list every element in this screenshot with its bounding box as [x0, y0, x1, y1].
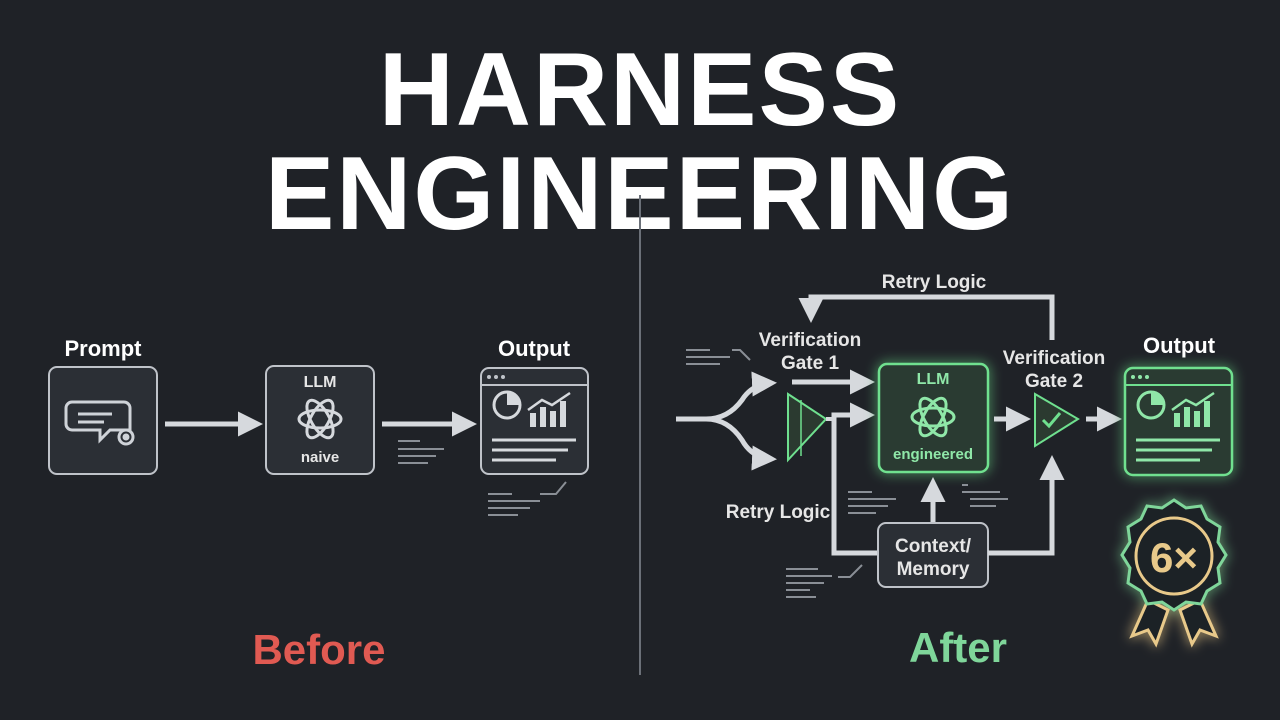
retry-label-left: Retry Logic — [726, 502, 831, 523]
llm-naive-title: LLM — [304, 374, 337, 391]
output-label-before: Output — [498, 336, 571, 361]
verification-gate-1 — [787, 392, 828, 463]
award-badge-icon — [1120, 498, 1228, 648]
output-box-before — [480, 367, 589, 475]
decor-lines-after-2 — [848, 484, 1008, 514]
decor-lines-after-3 — [786, 564, 863, 598]
output-label-after: Output — [1143, 333, 1216, 358]
decor-lines-after-1 — [686, 349, 751, 365]
llm-engineered-title: LLM — [917, 371, 950, 388]
page-title: HARNESS ENGINEERING — [264, 32, 1016, 252]
llm-naive-box: LLM naive — [265, 365, 375, 475]
badge-multiplier: 6× — [1150, 534, 1198, 581]
llm-naive-sub: naive — [301, 449, 339, 466]
llm-engineered-sub: engineered — [893, 446, 973, 463]
gate1-label-line2: Gate 1 — [781, 353, 840, 374]
verification-gate-2 — [1034, 392, 1080, 448]
before-caption: Before — [252, 626, 385, 673]
retry-loop-left — [831, 402, 878, 556]
retry-label-top: Retry Logic — [882, 272, 987, 293]
context-label-line2: Memory — [897, 559, 970, 580]
dashboard-chart-icon — [1125, 375, 1232, 462]
gate2-label-line2: Gate 2 — [1025, 371, 1083, 392]
output-box-after — [1123, 366, 1234, 477]
after-caption: After — [909, 624, 1007, 671]
prompt-label: Prompt — [65, 336, 143, 361]
context-memory-box: Context/ Memory — [877, 522, 989, 588]
gate1-label-line1: Verification — [759, 330, 861, 351]
retry-loop-top — [798, 294, 1055, 340]
openai-logo-icon — [297, 398, 343, 440]
openai-logo-icon — [910, 396, 956, 438]
decor-lines-before-1 — [398, 440, 444, 464]
checkmark-icon — [1041, 412, 1062, 429]
chat-gear-icon — [64, 400, 135, 446]
input-fork — [676, 371, 777, 471]
dashboard-chart-icon — [481, 375, 588, 462]
decor-lines-before-2 — [488, 481, 567, 516]
prompt-box — [48, 366, 158, 475]
arrow-context-gate2 — [988, 455, 1065, 556]
context-label-line1: Context/ — [895, 536, 972, 557]
llm-engineered-box: LLM engineered — [877, 362, 990, 474]
gate2-label-line1: Verification — [1003, 348, 1105, 369]
